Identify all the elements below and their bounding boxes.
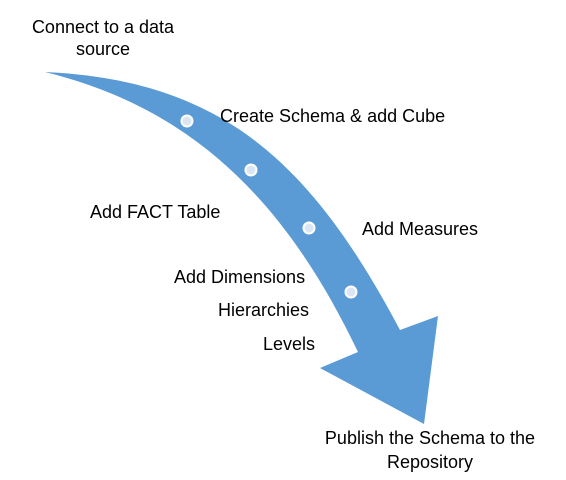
step-dot-fact: [244, 163, 258, 177]
step-schema-label: Create Schema & add Cube: [220, 106, 446, 126]
step-dot-measures: [302, 221, 316, 235]
step-dot-dimensions: [344, 285, 358, 299]
step-dimensions-label: Add Dimensions: [174, 267, 306, 287]
step-fact-label: Add FACT Table: [90, 202, 221, 222]
step-publish-label: Publish the Schema to the Repository: [300, 426, 560, 474]
step-levels-label: Levels: [263, 334, 316, 354]
step-connect-line-1: Connect to a data: [31, 17, 175, 37]
step-connect-label: Connect to a data source: [18, 16, 188, 60]
step-hierarchies-label: Hierarchies: [218, 300, 310, 320]
step-connect-line-2: source: [75, 39, 131, 59]
arrow-body: [45, 72, 438, 424]
step-publish-line-1: Publish the Schema to the: [324, 428, 536, 448]
step-publish-line-2: Repository: [386, 452, 474, 472]
step-dot-schema: [180, 114, 194, 128]
step-measures-label: Add Measures: [362, 219, 479, 239]
